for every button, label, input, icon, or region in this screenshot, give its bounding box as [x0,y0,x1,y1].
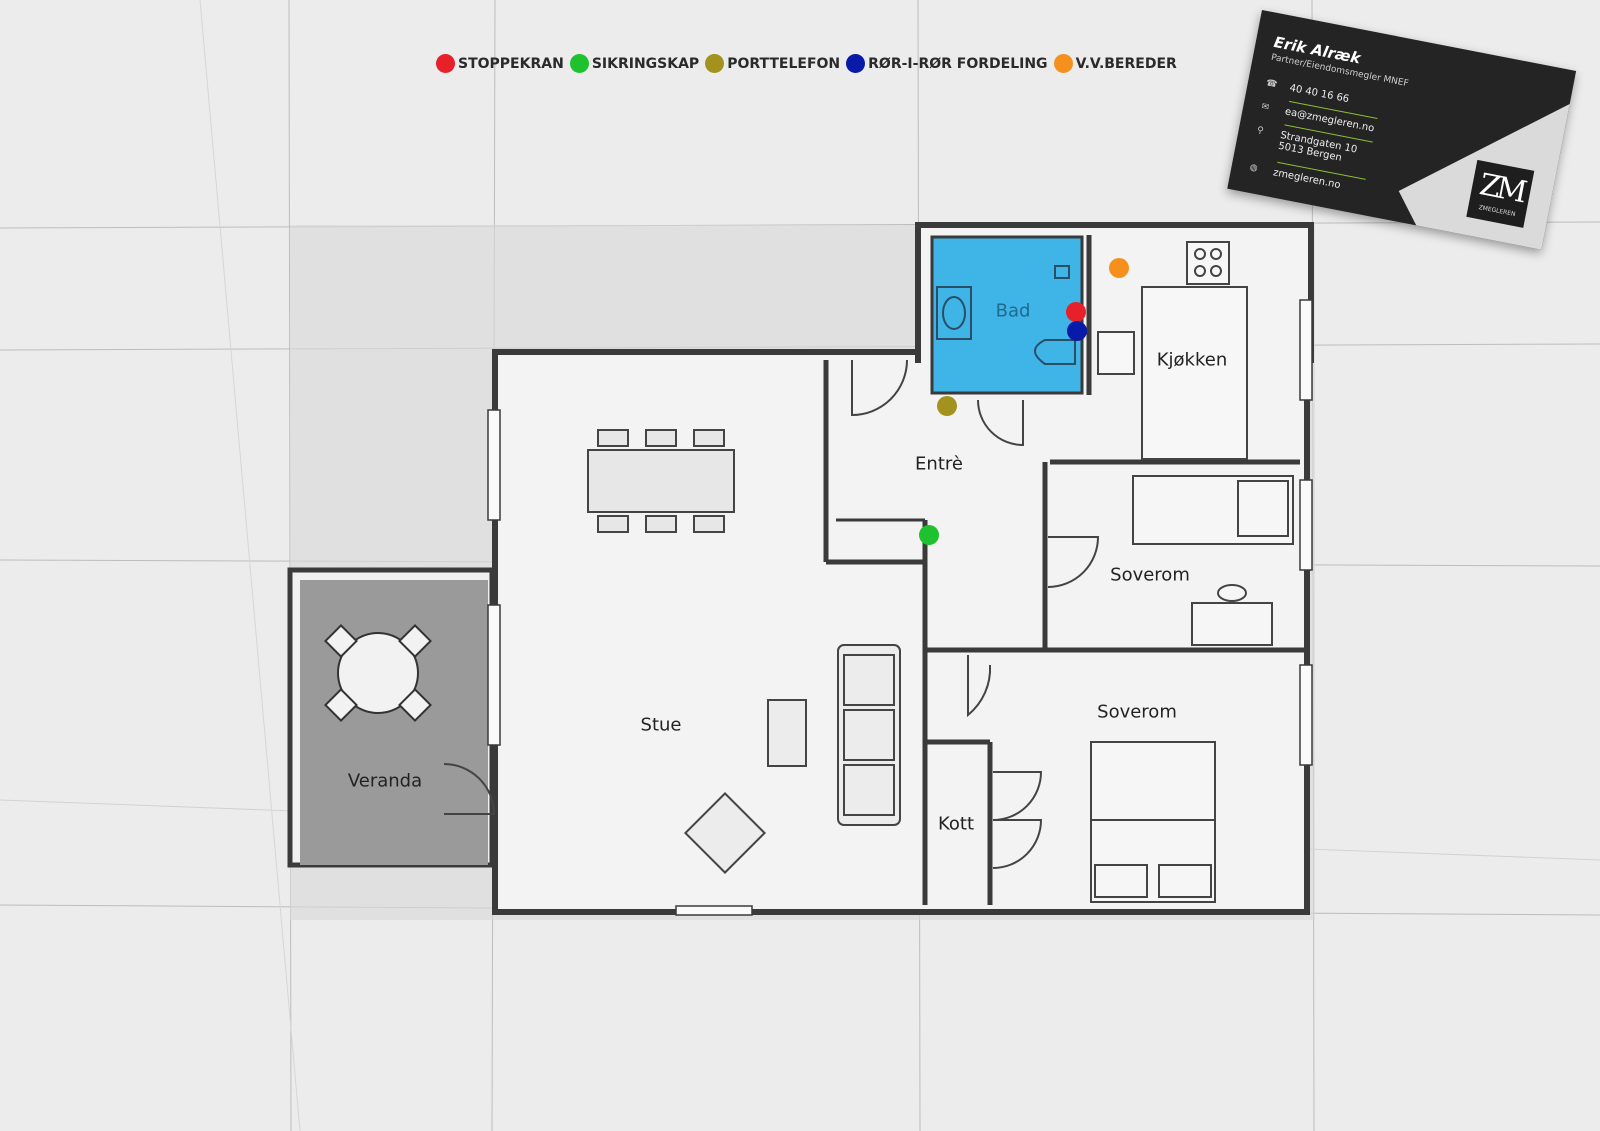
bath-room [930,235,1084,395]
windows [487,299,1313,916]
kitchen-counter [1097,241,1248,460]
legend-label: STOPPEKRAN [458,55,564,72]
dining-table [587,429,735,533]
logo-mark: ZM [1476,166,1527,210]
mail-icon: ✉ [1260,101,1270,114]
room-label-bad: Bad [995,300,1031,322]
veranda-floor [300,580,488,865]
room-label-kott: Kott [937,813,975,835]
card-phone-row: ☎40 40 16 66 [1265,78,1350,105]
legend-item-porttelefon: PORTTELEFON [705,54,840,73]
room-label-veranda: Veranda [347,770,423,792]
card-email: ea@zmegleren.no [1283,106,1376,135]
bedroom2-bed [1090,741,1216,903]
bath-fixtures [936,265,1076,365]
legend-item-ror-i-ror: RØR-I-RØR FORDELING [846,54,1048,73]
legend-item-sikringskap: SIKRINGSKAP [569,54,700,73]
legend-dot [705,54,725,73]
globe-icon: ◍ [1248,162,1259,174]
legend-label: SIKRINGSKAP [591,55,700,72]
room-label-stue: Stue [640,714,682,736]
living-furniture [683,644,901,875]
marker-stoppekran [1066,302,1086,322]
marker-porttelefon [937,396,957,416]
location-pin-icon: ⚲ [1256,125,1265,137]
doors [443,359,1100,869]
phone-icon: ☎ [1265,78,1279,91]
legend-label: V.V.BEREDER [1075,55,1177,72]
marker-sikringskap [919,525,939,545]
legend-dot [569,54,589,73]
legend-label: PORTTELEFON [727,55,841,72]
room-label-kjokken: Kjøkken [1156,349,1228,371]
room-label-soverom-1: Soverom [1110,564,1190,586]
veranda-table [324,624,432,722]
room-label-entre: Entrè [915,453,963,475]
interior-walls [823,235,1305,905]
legend-item-stoppekran: STOPPEKRAN [436,54,564,73]
marker-vvbereder [1109,258,1129,278]
zmegleren-logo: ZM ZMEGLEREN [1466,159,1535,228]
legend-item-vvbereder: V.V.BEREDER [1053,54,1177,73]
legend-dot [846,54,866,73]
card-web-row: ◍ zmegleren.no [1249,163,1342,191]
legend-label: RØR-I-RØR FORDELING [868,55,1048,72]
legend: STOPPEKRAN SIKRINGSKAP PORTTELEFON RØR-I… [436,54,1177,73]
legend-dot [436,54,455,73]
legend-dot [1053,54,1073,73]
card-web: zmegleren.no [1272,167,1342,192]
room-label-soverom-2: Soverom [1097,701,1177,723]
bedroom1-furniture [1132,475,1294,646]
marker-ror-i-ror [1067,321,1087,341]
